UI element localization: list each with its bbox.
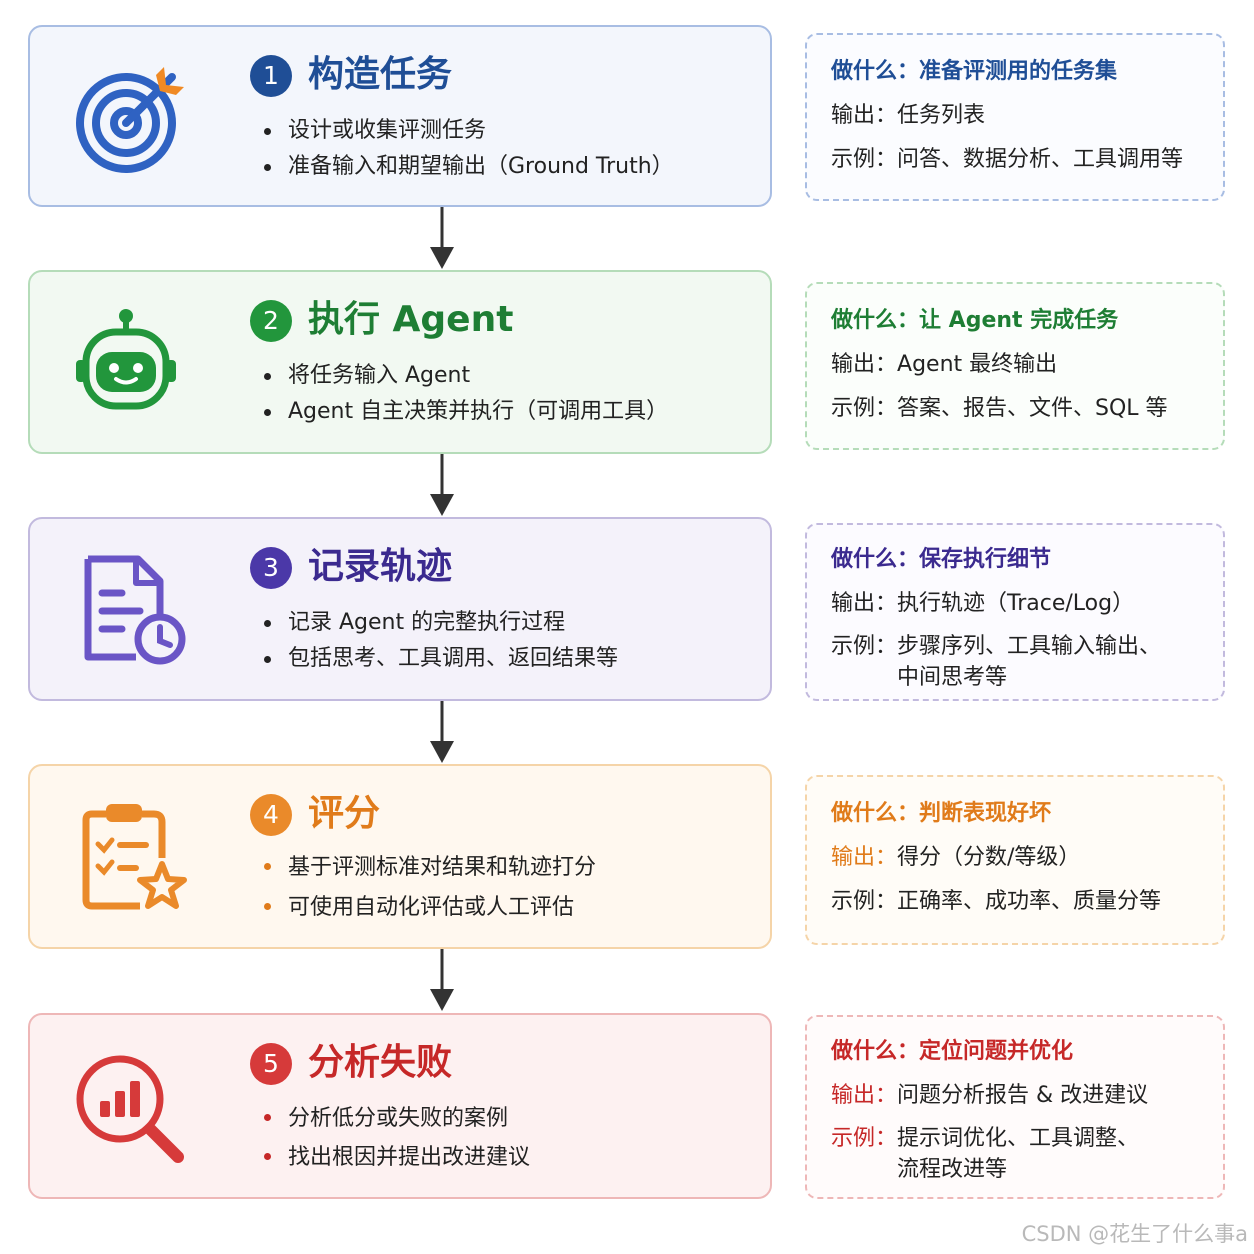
flow-arrow bbox=[430, 701, 454, 763]
step-4-bullet: 基于评测标准对结果和轨迹打分 bbox=[262, 848, 596, 888]
info-card-2: 做什么：让 Agent 完成任务 输出：Agent 最终输出 示例：答案、报告、… bbox=[805, 282, 1225, 450]
step-1-bullet: 设计或收集评测任务 bbox=[262, 113, 674, 149]
info-5-what: 做什么：定位问题并优化 bbox=[831, 1039, 1074, 1064]
watermark: CSDN @花生了什么事a bbox=[1021, 1222, 1248, 1246]
info-4-what: 做什么：判断表现好坏 bbox=[831, 801, 1052, 826]
flow-arrow bbox=[430, 207, 454, 269]
step-card-1: 1 构造任务 设计或收集评测任务 准备输入和期望输出（Ground Truth） bbox=[28, 25, 772, 207]
step-title-3: 记录轨迹 bbox=[308, 546, 453, 587]
info-5-output: 输出：问题分析报告 & 改进建议 bbox=[831, 1083, 1149, 1108]
info-1-example: 示例：问答、数据分析、工具调用等 bbox=[831, 147, 1184, 172]
step-card-5: 5 分析失败 分析低分或失败的案例 找出根因并提出改进建议 bbox=[28, 1013, 772, 1199]
step-card-2: 2 执行 Agent 将任务输入 Agent Agent 自主决策并执行（可调用… bbox=[28, 270, 772, 454]
info-card-1: 做什么：准备评测用的任务集 输出：任务列表 示例：问答、数据分析、工具调用等 bbox=[805, 33, 1225, 201]
step-number-3: 3 bbox=[250, 547, 292, 589]
step-title-1: 构造任务 bbox=[308, 54, 453, 95]
step-title-5: 分析失败 bbox=[308, 1042, 453, 1083]
step-number-5: 5 bbox=[250, 1043, 292, 1085]
magnifier-chart-icon bbox=[74, 1053, 190, 1169]
step-3-bullet: 包括思考、工具调用、返回结果等 bbox=[262, 641, 618, 677]
info-3-output: 输出：执行轨迹（Trace/Log） bbox=[831, 591, 1135, 616]
step-1-bullet: 准备输入和期望输出（Ground Truth） bbox=[262, 149, 674, 185]
target-arrow-icon bbox=[74, 61, 190, 177]
flow-arrow bbox=[430, 454, 454, 516]
info-card-4: 做什么：判断表现好坏 输出：得分（分数/等级） 示例：正确率、成功率、质量分等 bbox=[805, 775, 1225, 945]
robot-icon bbox=[74, 306, 190, 422]
step-2-bullet: Agent 自主决策并执行（可调用工具） bbox=[262, 394, 668, 430]
info-1-what: 做什么：准备评测用的任务集 bbox=[831, 59, 1118, 84]
info-2-example: 示例：答案、报告、文件、SQL 等 bbox=[831, 396, 1168, 421]
info-3-example: 示例：步骤序列、工具输入输出、中间思考等 bbox=[831, 634, 1162, 690]
step-number-4: 4 bbox=[250, 794, 292, 836]
step-5-bullet: 找出根因并提出改进建议 bbox=[262, 1138, 530, 1177]
info-2-what: 做什么：让 Agent 完成任务 bbox=[831, 308, 1119, 333]
info-2-output: 输出：Agent 最终输出 bbox=[831, 352, 1058, 377]
info-card-5: 做什么：定位问题并优化 输出：问题分析报告 & 改进建议 示例：提示词优化、工具… bbox=[805, 1015, 1225, 1199]
step-5-bullet: 分析低分或失败的案例 bbox=[262, 1099, 530, 1138]
clipboard-star-icon bbox=[74, 800, 190, 916]
info-1-output: 输出：任务列表 bbox=[831, 103, 986, 128]
info-3-what: 做什么：保存执行细节 bbox=[831, 547, 1052, 572]
info-5-example: 示例：提示词优化、工具调整、流程改进等 bbox=[831, 1126, 1140, 1182]
document-clock-icon bbox=[74, 553, 190, 669]
step-number-1: 1 bbox=[250, 55, 292, 97]
step-3-bullet: 记录 Agent 的完整执行过程 bbox=[262, 605, 618, 641]
flow-arrow bbox=[430, 949, 454, 1011]
step-2-bullet: 将任务输入 Agent bbox=[262, 358, 668, 394]
step-card-4: 4 评分 基于评测标准对结果和轨迹打分 可使用自动化评估或人工评估 bbox=[28, 764, 772, 949]
step-card-3: 3 记录轨迹 记录 Agent 的完整执行过程 包括思考、工具调用、返回结果等 bbox=[28, 517, 772, 701]
step-4-bullet: 可使用自动化评估或人工评估 bbox=[262, 888, 596, 928]
info-4-example: 示例：正确率、成功率、质量分等 bbox=[831, 889, 1162, 914]
info-card-3: 做什么：保存执行细节 输出：执行轨迹（Trace/Log） 示例：步骤序列、工具… bbox=[805, 523, 1225, 701]
step-title-2: 执行 Agent bbox=[308, 299, 514, 340]
info-4-output: 输出：得分（分数/等级） bbox=[831, 845, 1081, 870]
step-number-2: 2 bbox=[250, 300, 292, 342]
step-title-4: 评分 bbox=[308, 793, 381, 834]
